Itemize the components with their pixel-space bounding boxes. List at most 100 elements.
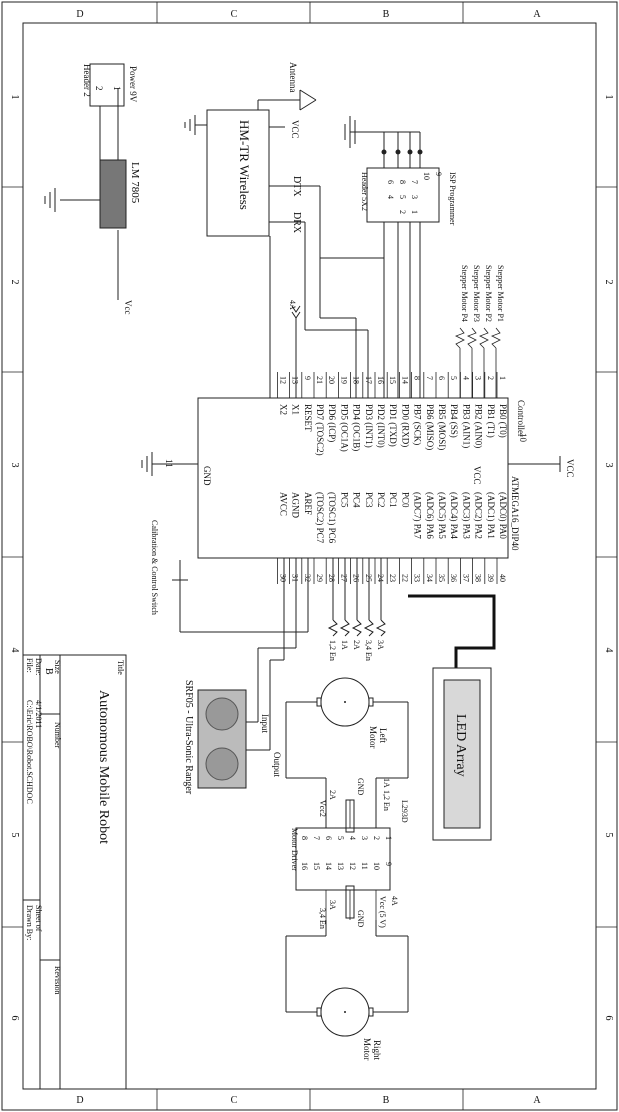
date-value: 4/1/2011 <box>34 700 43 728</box>
mcu-gnd-pin-number: 11 <box>164 459 174 468</box>
driver-pin-label-12en: L293D <box>400 800 409 823</box>
mcu-pin-name: (TOSC2) PC7 <box>315 492 325 544</box>
mcu-pin-name: PB4 (SS) <box>449 404 459 438</box>
sonar-input-label: Input <box>260 714 270 733</box>
mcu-pin-name: PB6 (MISO) <box>425 404 435 450</box>
mcu-pin-number: 36 <box>449 574 458 582</box>
power-pin: 2 <box>94 86 104 91</box>
wireless-module: HM-TR Wireless Antenna VCC DTX DRX <box>184 62 320 237</box>
zone-letter: A <box>533 9 541 20</box>
isp-pin: 2 <box>398 210 407 214</box>
mcu-pin-name: AVCC <box>278 492 288 516</box>
mcu-pin-number: 6 <box>437 376 446 380</box>
driver-net-2a: 2A <box>328 790 337 800</box>
driver-net-vcc5: Vcc (5 V) <box>378 896 387 928</box>
driver-pin-number: 8 <box>300 836 309 840</box>
driver-pin-number: 2 <box>372 836 381 840</box>
mcu-pin-name: (ADC5) PA5 <box>437 492 447 539</box>
zone-number: 6 <box>9 1016 20 1021</box>
driver-net-vcc2: Vcc2 <box>318 800 327 817</box>
left-motor-label: Motor <box>368 726 378 749</box>
mcu-pin-number: 3 <box>474 376 483 380</box>
driver-pin-number: 4 <box>348 836 357 840</box>
mcu-vcc-pin-label: VCC <box>472 466 482 485</box>
mcu-pin-number: 40 <box>498 574 507 582</box>
driver-pin-number: 7 <box>312 836 321 840</box>
mcu-pin-number: 19 <box>339 376 348 384</box>
mcu-pin-number: 32 <box>303 574 312 582</box>
mcu-pin-number: 2 <box>486 376 495 380</box>
stepper-net-label: Stepper Motor P1 <box>496 265 505 322</box>
driver-pin-number: 1 <box>384 836 393 840</box>
mcu-pin-name: X1 <box>291 404 301 415</box>
mcu-pin-number: 16 <box>376 376 385 384</box>
mcu-pin-name: PD0 (RXD) <box>400 404 410 447</box>
stepper-net-label: Stepper Motor P3 <box>472 265 481 322</box>
mcu-pin-name: PC4 <box>352 492 362 508</box>
mcu-pin-name: PD7 (TOSC2) <box>315 404 325 456</box>
right-motor-label: Right <box>372 1040 382 1061</box>
mcu-pin-name: PD6 (ICP) <box>327 404 337 442</box>
zone-letter: D <box>76 1095 83 1106</box>
pc-net-label: 3,4 En <box>364 640 373 661</box>
zone-number: 1 <box>603 95 614 100</box>
driver-net-4a: 4A <box>390 896 399 906</box>
isp-programmer: ISP Programmer Header 5X2 10 9 8 7 6 5 4… <box>320 116 457 300</box>
wireless-dtx-label: DTX <box>291 176 302 197</box>
driver-pin-number: 12 <box>348 862 357 870</box>
pc-net-label: 2A <box>352 640 361 650</box>
zone-number: 2 <box>9 280 20 285</box>
mcu-pin-name: (ADC7) PA7 <box>413 492 423 539</box>
net-4a-label: 4A <box>288 300 297 310</box>
zone-letter: B <box>383 9 390 20</box>
zone-number: 3 <box>9 463 20 468</box>
led-bus <box>408 594 496 668</box>
mcu-pin-name: PD4 (OC1B) <box>352 404 362 451</box>
lm7805-regulator <box>99 159 127 229</box>
file-path: C:\Eric\ROBO\Robot.SCHDOC <box>25 700 34 804</box>
mcu-pin-lines <box>276 372 498 584</box>
isp-header-label: Header 5X2 <box>360 172 369 211</box>
antenna-label: Antenna <box>288 62 298 93</box>
isp-pin: 6 <box>386 180 395 184</box>
wireless-module-name: HM-TR Wireless <box>237 120 252 210</box>
mcu-pin-number: 35 <box>437 574 446 582</box>
mcu-pin-name: (ADC0) PA0 <box>498 492 508 539</box>
zone-letter: B <box>383 1095 390 1106</box>
power-header-label: Power 9V <box>128 66 138 103</box>
power-section: Power 9V Header 2 1 2 LM 7805 Vcc <box>44 63 141 315</box>
mcu-pin-name: (ADC6) PA6 <box>425 492 435 539</box>
regulator-label: LM 7805 <box>129 162 141 204</box>
pc-net-label: 1A <box>340 640 349 650</box>
mcu-pin-number: 8 <box>413 376 422 380</box>
power-pin: 1 <box>112 86 122 91</box>
mcu-pin-number: 39 <box>486 574 495 582</box>
mcu-pin-name: (TOSC1) PC6 <box>327 492 337 544</box>
mcu-pin-name: PC5 <box>339 492 349 508</box>
driver-label: Motor Driver <box>290 828 299 871</box>
zone-number: 5 <box>9 833 20 838</box>
driver-net-34en: 3,4 En <box>318 908 327 929</box>
mcu-pin-name: (ADC2) PA2 <box>474 492 484 539</box>
mcu-pin-number: 33 <box>413 574 422 582</box>
wireless-module-box <box>206 109 270 237</box>
zone-number: 1 <box>9 95 20 100</box>
mcu-pin-name: (ADC1) PA1 <box>486 492 496 539</box>
title-label: Title <box>116 660 125 675</box>
size-value: B <box>43 668 54 675</box>
mcu-pin-name: (ADC4) PA4 <box>449 492 459 539</box>
mcu-net-labels: 4A 1,2 En 1A 2A 3,4 En 3A Calibration & … <box>150 300 385 661</box>
mcu-vcc-pin-number: 10 <box>518 433 528 443</box>
driver-pin-number: 6 <box>324 836 333 840</box>
mcu-gnd-pin-label: GND <box>202 466 212 486</box>
mcu-pin-number: 4 <box>461 376 470 380</box>
mcu-pin-number: 28 <box>327 574 336 582</box>
drawn-by-label: Drawn By: <box>25 905 34 940</box>
mcu-pin-name: PB0 (T0) <box>498 404 508 438</box>
isp-header-box <box>366 167 440 223</box>
isp-pin: 1 <box>410 210 419 214</box>
mcu-pin-number: 5 <box>449 376 458 380</box>
